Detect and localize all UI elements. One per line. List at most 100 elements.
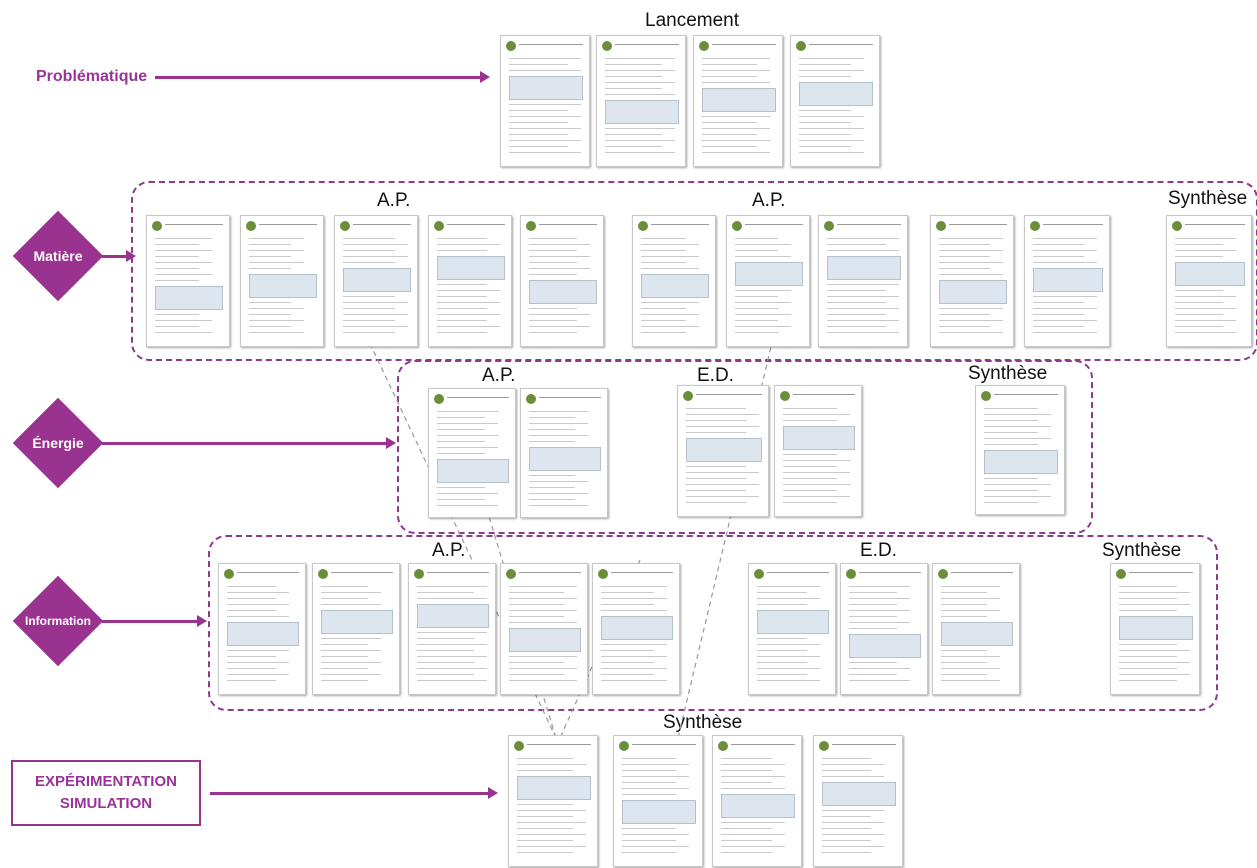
text-line	[783, 496, 850, 497]
header-rule	[353, 224, 411, 225]
text-line	[437, 423, 498, 424]
text-line	[799, 128, 864, 129]
text-line	[783, 408, 837, 409]
text-line	[249, 308, 304, 309]
text-line	[417, 650, 474, 651]
text-line	[601, 644, 667, 645]
document-thumbnail-information	[408, 563, 496, 695]
text-line	[437, 332, 487, 333]
heading-energie-synthese: Synthèse	[968, 363, 1048, 384]
text-line	[1175, 314, 1223, 315]
text-line	[437, 314, 500, 315]
text-line	[686, 472, 759, 473]
text-line	[509, 604, 564, 605]
text-line	[509, 152, 581, 153]
text-line	[1175, 332, 1236, 333]
text-line	[721, 846, 785, 847]
text-line	[702, 76, 757, 77]
text-line	[1175, 326, 1223, 327]
text-line	[509, 110, 568, 111]
text-line	[343, 296, 395, 297]
text-line	[822, 816, 871, 817]
text-line	[622, 828, 676, 829]
text-line	[437, 250, 487, 251]
header-rule	[632, 744, 696, 745]
text-line	[509, 610, 577, 611]
text-line	[757, 650, 807, 651]
text-line	[437, 308, 487, 309]
text-line	[343, 302, 408, 303]
logo-icon	[1172, 221, 1182, 231]
text-line	[1175, 244, 1223, 245]
text-line	[437, 296, 487, 297]
text-line	[1175, 302, 1223, 303]
text-line	[641, 314, 699, 315]
text-line	[321, 650, 381, 651]
text-line	[343, 238, 395, 239]
text-line	[622, 846, 689, 847]
text-line	[702, 82, 770, 83]
document-thumbnail-information	[932, 563, 1020, 695]
header-rule	[237, 572, 299, 573]
figure-placeholder	[529, 447, 601, 471]
logo-icon	[514, 741, 524, 751]
logo-icon	[526, 394, 536, 404]
text-line	[984, 496, 1051, 497]
text-line	[605, 58, 675, 59]
text-line	[939, 314, 990, 315]
text-line	[984, 438, 1051, 439]
text-line	[1033, 250, 1097, 251]
text-line	[321, 662, 381, 663]
text-line	[783, 420, 837, 421]
text-line	[227, 610, 276, 611]
text-line	[343, 314, 408, 315]
text-line	[849, 668, 910, 669]
text-line	[605, 134, 662, 135]
text-line	[799, 134, 851, 135]
text-line	[849, 622, 910, 623]
heading-lancement: Lancement	[645, 10, 740, 31]
logo-icon	[683, 391, 693, 401]
text-line	[417, 632, 487, 633]
text-line	[529, 332, 577, 333]
text-line	[417, 680, 487, 681]
text-line	[849, 598, 910, 599]
logo-icon	[1030, 221, 1040, 231]
text-line	[529, 487, 575, 488]
document-thumbnail-energie	[520, 388, 608, 518]
header-rule	[165, 224, 223, 225]
text-line	[1119, 674, 1190, 675]
text-line	[227, 668, 276, 669]
text-line	[529, 429, 575, 430]
text-line	[601, 598, 667, 599]
text-line	[601, 662, 654, 663]
text-line	[827, 284, 899, 285]
heading-matiere-ap-1: A.P.	[377, 190, 411, 211]
text-line	[984, 432, 1038, 433]
text-line	[783, 454, 837, 455]
text-line	[641, 238, 686, 239]
text-line	[622, 788, 689, 789]
figure-placeholder	[984, 450, 1058, 474]
document-thumbnail-lancement	[596, 35, 686, 167]
logo-icon	[506, 569, 516, 579]
text-line	[641, 256, 699, 257]
text-line	[227, 604, 289, 605]
text-line	[509, 58, 581, 59]
text-line	[941, 650, 987, 651]
text-line	[529, 314, 590, 315]
text-line	[517, 770, 573, 771]
arrowhead-energie	[386, 437, 396, 449]
text-line	[517, 764, 586, 765]
text-line	[783, 484, 850, 485]
text-line	[735, 302, 791, 303]
text-line	[437, 441, 485, 442]
figure-placeholder	[249, 274, 317, 298]
label-problematique: Problématique	[36, 68, 148, 85]
document-thumbnail-lancement	[693, 35, 783, 167]
text-line	[227, 598, 276, 599]
text-line	[417, 662, 474, 663]
text-line	[686, 496, 759, 497]
logo-icon	[699, 41, 709, 51]
text-line	[1175, 290, 1223, 291]
